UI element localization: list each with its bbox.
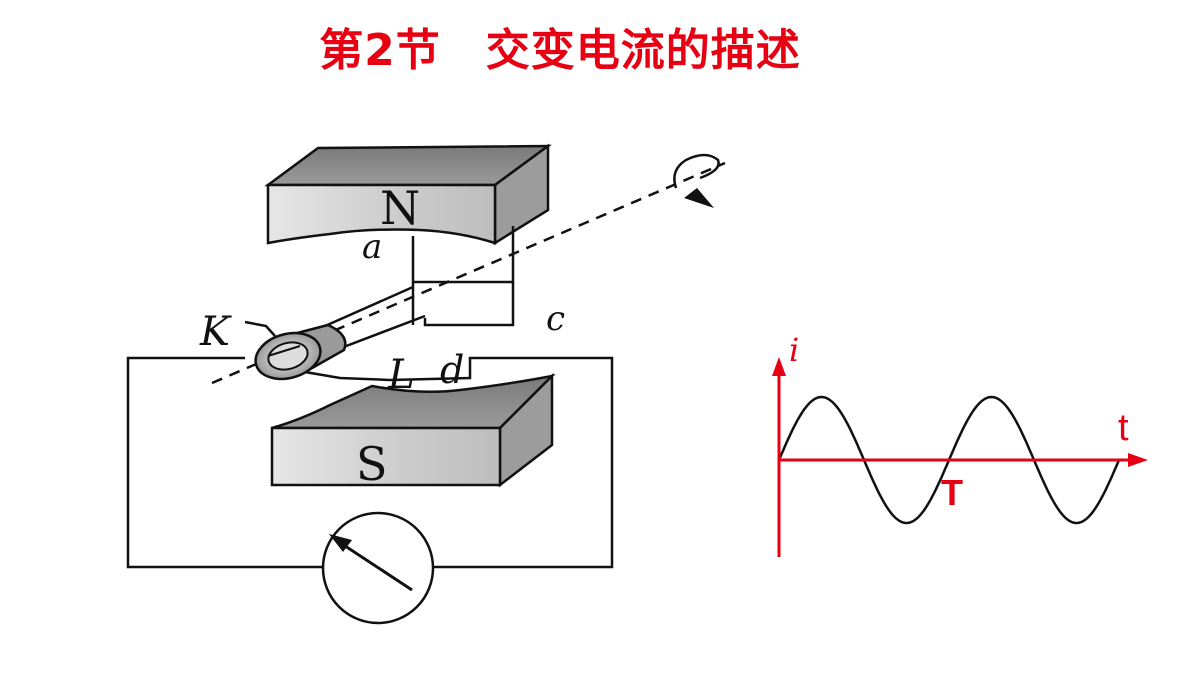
slide-title: 第2节 交变电流的描述	[319, 25, 801, 76]
generator-diagram: N	[126, 143, 726, 625]
period-label: T	[941, 472, 963, 513]
north-magnet: N	[264, 143, 552, 246]
label-a: a	[362, 227, 382, 267]
label-d: d	[440, 348, 464, 392]
galvanometer	[321, 511, 435, 625]
label-k: K	[199, 309, 232, 355]
rotation-arrow-icon	[673, 153, 720, 208]
rotation-axis	[211, 161, 726, 385]
label-c: c	[546, 299, 565, 339]
x-axis-arrow-icon	[1128, 453, 1148, 467]
north-pole-label: N	[380, 181, 420, 235]
y-axis-label: i	[789, 331, 799, 369]
slip-ring	[254, 323, 347, 381]
x-axis-label: t	[1118, 407, 1129, 449]
y-axis-arrow-icon	[772, 357, 786, 376]
external-circuit	[126, 356, 614, 569]
brush-l	[304, 370, 391, 382]
south-pole-label: S	[356, 437, 388, 491]
waveform-graph: i t T	[772, 331, 1148, 557]
label-l: L	[387, 352, 415, 398]
meter-needle-icon	[329, 534, 352, 552]
brush-k	[244, 320, 276, 337]
south-magnet: S	[270, 372, 556, 491]
